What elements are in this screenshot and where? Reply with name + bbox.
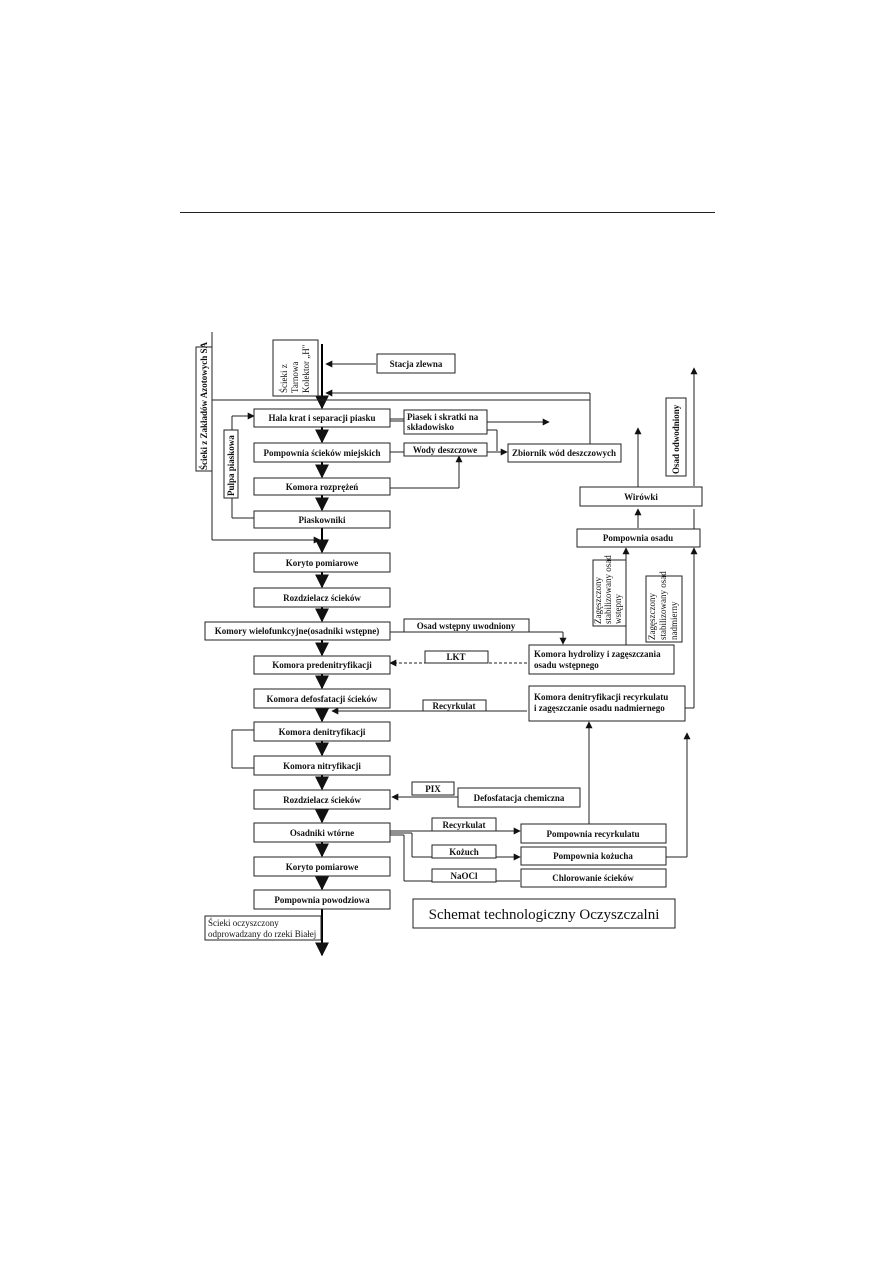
box-zbiornik-wod: Zbiornik wód deszczowych: [507, 443, 622, 463]
box-komora-hydrolizy: Komora hydrolizy i zagęszczania osadu ws…: [528, 644, 675, 675]
pulpa-text: Pulpa piaskowa: [226, 435, 236, 496]
svg-text:nadmierny: nadmierny: [669, 601, 679, 640]
svg-text:Komora defosfatacji ścieków: Komora defosfatacji ścieków: [267, 694, 378, 704]
box-komora-denitr-recyrkulatu: Komora denitryfikacji recyrkulatu i zagę…: [528, 685, 686, 722]
box-komora-defosfatacji: Komora defosfatacji ścieków: [253, 688, 391, 709]
box-komory-wielofunkcyjne: Komory wielofunkcyjne(osadniki wstępne): [204, 621, 391, 641]
svg-text:Pompownia ścieków miejskich: Pompownia ścieków miejskich: [264, 448, 381, 458]
svg-text:wstępny: wstępny: [613, 594, 623, 624]
svg-text:Wody deszczowe: Wody deszczowe: [413, 445, 477, 455]
svg-text:Komora nitryfikacji: Komora nitryfikacji: [283, 761, 361, 771]
svg-text:Komora hydrolizy i zagęszczani: Komora hydrolizy i zagęszczania: [534, 649, 661, 659]
box-pompownia-powodziowa: Pompownia powodziowa: [253, 889, 391, 910]
svg-text:Koryto pomiarowe: Koryto pomiarowe: [286, 558, 359, 568]
box-hala-krat: Hala krat i separacji piasku: [253, 408, 391, 428]
input-tarnow-line-2: Tarnowa: [290, 362, 300, 393]
label-naocl: NaOCl: [431, 868, 497, 883]
box-koryto-pomiarowe-1: Koryto pomiarowe: [253, 552, 391, 573]
box-komora-predenitryfikacji: Komora predenitryfikacji: [253, 655, 391, 675]
svg-text:Ścieki oczyszczony: Ścieki oczyszczony: [208, 918, 279, 928]
svg-text:składowisko: składowisko: [407, 422, 455, 432]
svg-text:Osadniki wtórne: Osadniki wtórne: [290, 828, 354, 838]
svg-text:Komora denitryfikacji recyrkul: Komora denitryfikacji recyrkulatu: [534, 692, 668, 702]
svg-text:Stacja zlewna: Stacja zlewna: [390, 359, 443, 369]
box-komora-rozprezen: Komora rozprężeń: [253, 477, 391, 496]
diagram-title-box: Schemat technologiczny Oczyszczalni: [412, 898, 676, 929]
side-process-boxes: Stacja zlewna Piasek i skratki na składo…: [376, 353, 703, 888]
label-pulpa-piaskowa: Pulpa piaskowa: [223, 429, 239, 499]
box-pompownia-recyrkulatu: Pompownia recyrkulatu: [520, 823, 667, 844]
box-wirowki: Wirówki: [579, 486, 703, 507]
svg-text:Kożuch: Kożuch: [449, 847, 479, 857]
box-stacja-zlewna: Stacja zlewna: [376, 353, 456, 374]
main-process-line: Hala krat i separacji piasku Pompownia ś…: [204, 408, 391, 910]
box-koryto-pomiarowe-2: Koryto pomiarowe: [253, 856, 391, 877]
svg-text:Recyrkulat: Recyrkulat: [443, 820, 486, 830]
svg-text:osadu wstępnego: osadu wstępnego: [534, 660, 599, 670]
svg-text:Zagęszczony: Zagęszczony: [647, 593, 657, 640]
box-pompownia-miejskich: Pompownia ścieków miejskich: [253, 442, 391, 463]
svg-text:Pompownia kożucha: Pompownia kożucha: [553, 851, 633, 861]
svg-text:Osad odwodniony: Osad odwodniony: [671, 404, 681, 474]
svg-text:stabilizowany osad: stabilizowany osad: [658, 571, 668, 640]
svg-text:Komory wielofunkcyjne(osadniki: Komory wielofunkcyjne(osadniki wstępne): [215, 626, 380, 636]
input-zaklady-azotowe: Ścieki z Zakładów Azotowych SA: [195, 341, 213, 472]
svg-text:Koryto pomiarowe: Koryto pomiarowe: [286, 862, 359, 872]
svg-text:Rozdzielacz ścieków: Rozdzielacz ścieków: [283, 593, 361, 603]
svg-text:Komora predenitryfikacji: Komora predenitryfikacji: [272, 660, 372, 670]
box-osadniki-wtorne: Osadniki wtórne: [253, 822, 391, 843]
svg-text:Zagęszczony: Zagęszczony: [593, 577, 603, 624]
label-lkt: LKT: [424, 650, 489, 664]
svg-text:NaOCl: NaOCl: [451, 871, 478, 881]
svg-text:Rozdzielacz ścieków: Rozdzielacz ścieków: [283, 795, 361, 805]
svg-text:Recyrkulat: Recyrkulat: [433, 701, 476, 711]
label-recyrkulat-1: Recyrkulat: [422, 699, 487, 712]
box-rozdzielacz-1: Rozdzielacz ścieków: [253, 587, 391, 608]
svg-text:Chlorowanie ścieków: Chlorowanie ścieków: [552, 873, 634, 883]
label-kozuch: Kożuch: [431, 844, 497, 859]
input-zaklady-label: Ścieki z Zakładów Azotowych SA: [199, 341, 209, 470]
svg-text:Pompownia recyrkulatu: Pompownia recyrkulatu: [546, 829, 639, 839]
box-pompownia-kozucha: Pompownia kożucha: [520, 846, 667, 866]
svg-text:Piaskowniki: Piaskowniki: [298, 515, 346, 525]
box-komora-nitryfikacji: Komora nitryfikacji: [253, 755, 391, 776]
svg-text:LKT: LKT: [446, 652, 465, 662]
label-zag-nadmierny: Zagęszczony stabilizowany osad nadmierny: [645, 571, 683, 643]
box-piasek-skratki: Piasek i skratki na składowisko: [403, 409, 488, 435]
svg-text:Komora denitryfikacji: Komora denitryfikacji: [279, 727, 366, 737]
box-defosfatacja-chemiczna: Defosfatacja chemiczna: [457, 787, 581, 808]
label-osad-odwodniony: Osad odwodniony: [665, 397, 687, 477]
svg-text:odprowadzany do rzeki Białej: odprowadzany do rzeki Białej: [208, 929, 316, 939]
svg-text:Osad wstępny uwodniony: Osad wstępny uwodniony: [417, 621, 516, 631]
svg-text:Wirówki: Wirówki: [624, 492, 658, 502]
svg-text:Pompownia osadu: Pompownia osadu: [603, 533, 673, 543]
svg-text:stabilizowany osad: stabilizowany osad: [603, 555, 613, 624]
diagram-title: Schemat technologiczny Oczyszczalni: [429, 907, 660, 923]
svg-text:Zbiornik wód deszczowych: Zbiornik wód deszczowych: [512, 448, 616, 458]
flow-labels: Wody deszczowe Osad odwodniony Zagęszczo…: [204, 397, 687, 941]
box-pompownia-osadu: Pompownia osadu: [576, 528, 701, 548]
svg-text:Pompownia powodziowa: Pompownia powodziowa: [274, 895, 370, 905]
box-chlorowanie: Chlorowanie ścieków: [520, 868, 667, 888]
box-piaskowniki: Piaskowniki: [253, 510, 391, 529]
svg-text:Defosfatacja chemiczna: Defosfatacja chemiczna: [474, 793, 565, 803]
label-zag-wstepny: Zagęszczony stabilizowany osad wstępny: [592, 555, 627, 627]
svg-text:Piasek i skratki na: Piasek i skratki na: [407, 412, 479, 422]
svg-text:Hala krat i separacji piasku: Hala krat i separacji piasku: [268, 413, 375, 423]
input-tarnow-line-1: Ścieki z: [279, 364, 289, 393]
label-osad-wstepny: Osad wstępny uwodniony: [403, 618, 530, 633]
svg-text:Komora rozprężeń: Komora rozprężeń: [286, 482, 359, 492]
label-recyrkulat-2: Recyrkulat: [431, 817, 497, 832]
input-tarnow-kolektor: Ścieki z Tarnowa Kolektor „H": [272, 339, 319, 397]
input-tarnow-line-3: Kolektor „H": [301, 344, 311, 393]
box-komora-denitryfikacji: Komora denitryfikacji: [253, 721, 391, 742]
label-wody-deszczowe: Wody deszczowe: [403, 442, 488, 457]
page-top-rule: [180, 212, 715, 213]
svg-text:i zagęszczanie osadu nadmierne: i zagęszczanie osadu nadmiernego: [534, 703, 665, 713]
label-pix: PIX: [411, 781, 455, 796]
label-outlet: Ścieki oczyszczony odprowadzany do rzeki…: [204, 915, 322, 941]
box-rozdzielacz-2: Rozdzielacz ścieków: [253, 789, 391, 810]
svg-text:PIX: PIX: [425, 784, 441, 794]
